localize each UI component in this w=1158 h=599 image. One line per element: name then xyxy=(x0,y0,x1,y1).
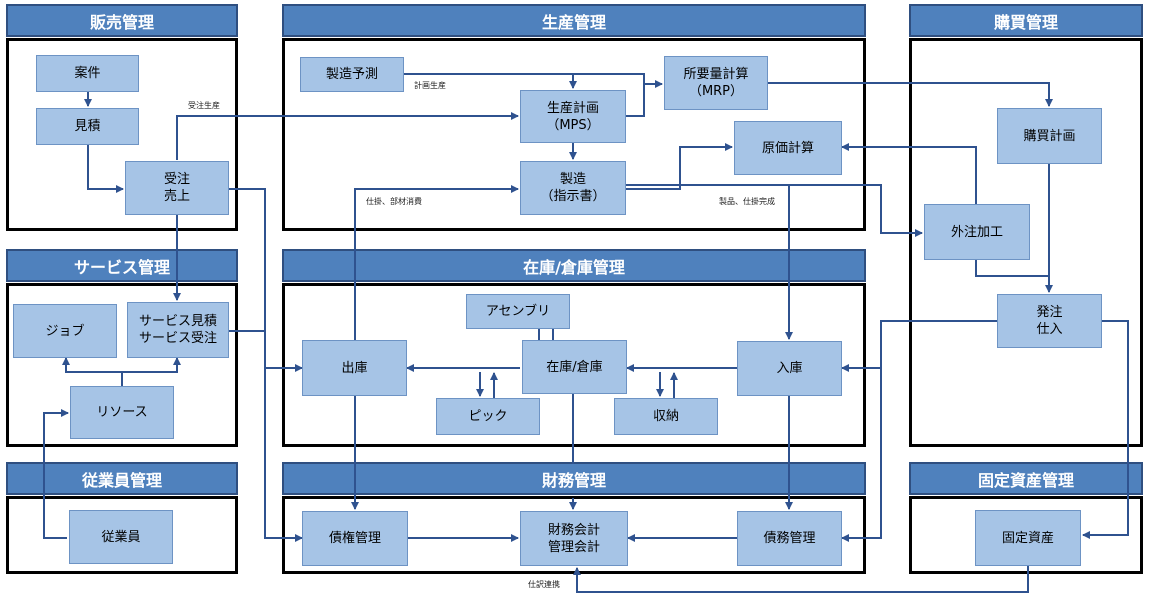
deal-box: 案件 xyxy=(36,55,139,92)
resource-box: リソース xyxy=(70,386,174,439)
purchase-plan-box: 購買計画 xyxy=(997,108,1102,164)
label-order-production: 受注生産 xyxy=(188,101,220,110)
service-quote-box: サービス見積 サービス受注 xyxy=(127,302,229,358)
assembly-box: アセンブリ xyxy=(466,294,570,329)
label-wip-consumption: 仕掛、部材消費 xyxy=(366,197,422,206)
employee-box: 従業員 xyxy=(69,510,173,564)
manufacture-box: 製造 （指示書） xyxy=(520,161,626,215)
stock-box: 在庫/倉庫 xyxy=(522,340,627,394)
service-header: サービス管理 xyxy=(6,249,238,282)
finance-header: 財務管理 xyxy=(282,462,866,495)
label-product-wip-done: 製品、仕掛完成 xyxy=(719,197,775,206)
mrp-box: 所要量計算 （MRP） xyxy=(664,56,768,110)
employee-header: 従業員管理 xyxy=(6,462,238,495)
outsourcing-box: 外注加工 xyxy=(924,204,1030,260)
mps-box: 生産計画 （MPS） xyxy=(520,90,626,143)
fixed-asset-box: 固定資産 xyxy=(975,510,1081,566)
job-box: ジョブ xyxy=(13,304,117,358)
shipping-box: 出庫 xyxy=(302,340,407,396)
label-journal-link: 仕訳連携 xyxy=(528,580,560,589)
forecast-box: 製造予測 xyxy=(300,57,404,92)
production-header: 生産管理 xyxy=(282,4,866,37)
purchasing-header: 購買管理 xyxy=(909,4,1143,37)
label-planned-production: 計画生産 xyxy=(414,81,446,90)
pick-box: ピック xyxy=(436,398,540,435)
quote-box: 見積 xyxy=(36,108,139,145)
receiving-box: 入庫 xyxy=(737,341,842,396)
receivables-box: 債権管理 xyxy=(302,511,408,566)
po-box: 発注 仕入 xyxy=(997,294,1102,348)
cost-box: 原価計算 xyxy=(734,121,842,175)
sales-header: 販売管理 xyxy=(6,4,238,37)
order-sales-box: 受注 売上 xyxy=(125,161,229,215)
inventory-header: 在庫/倉庫管理 xyxy=(282,249,866,282)
payables-box: 債務管理 xyxy=(737,511,842,566)
fixed-assets-header: 固定資産管理 xyxy=(909,462,1143,495)
accounting-box: 財務会計 管理会計 xyxy=(520,511,628,566)
putaway-box: 収納 xyxy=(614,398,718,435)
